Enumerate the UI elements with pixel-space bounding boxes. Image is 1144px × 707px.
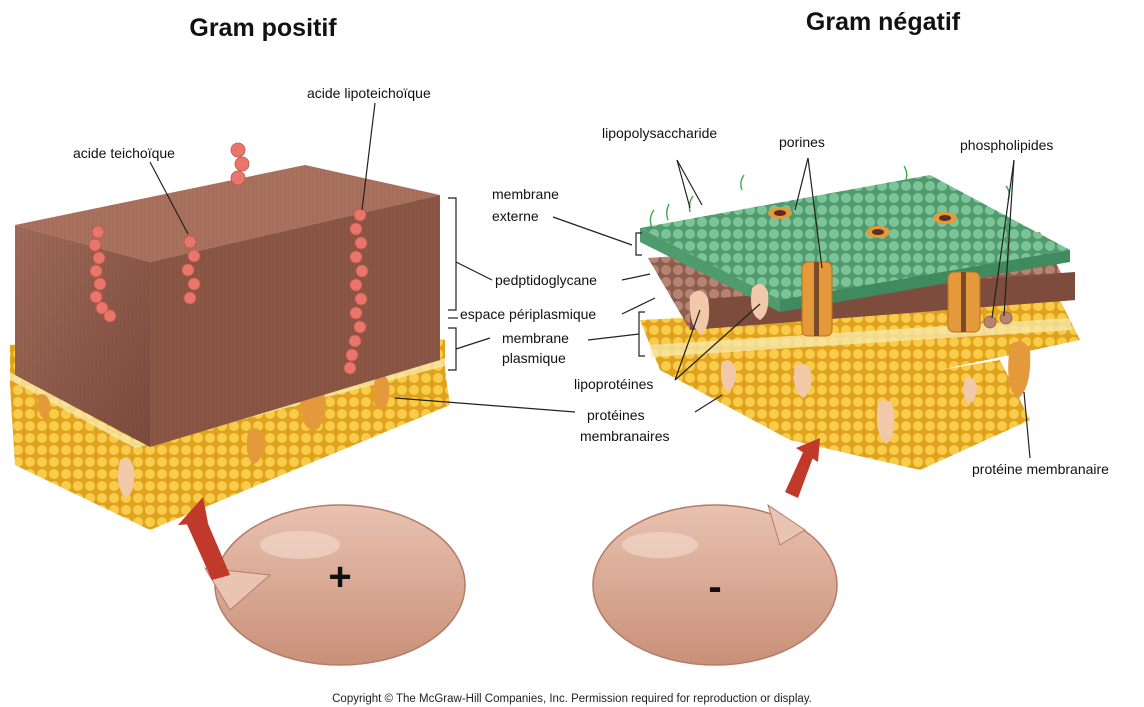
label-peptidoglycane: pedptidoglycane bbox=[495, 272, 597, 288]
gram-positive-wall bbox=[10, 143, 450, 530]
label-acide-lipoteichoique: acide lipoteichoïque bbox=[307, 85, 431, 101]
label-membrane-plasmique-1: membrane bbox=[502, 330, 569, 346]
gram-positive-cell bbox=[178, 497, 465, 665]
porin-ring bbox=[933, 212, 957, 224]
title-gram-negative: Gram négatif bbox=[806, 8, 961, 36]
sign-negative: - bbox=[708, 565, 721, 609]
porin-ring bbox=[866, 226, 890, 238]
label-membrane-externe-1: membrane bbox=[492, 186, 559, 202]
label-phospholipides: phospholipides bbox=[960, 137, 1053, 153]
title-gram-positive: Gram positif bbox=[189, 14, 337, 42]
porin-ring bbox=[768, 207, 792, 219]
label-lipoproteines: lipoprotéines bbox=[574, 376, 653, 392]
gram-negative-wall bbox=[640, 166, 1080, 470]
gram-negative-cell bbox=[593, 438, 837, 665]
sign-positive: + bbox=[328, 555, 351, 599]
label-proteines-membranaires-1: protéines bbox=[587, 407, 645, 423]
label-proteines-membranaires-2: membranaires bbox=[580, 428, 669, 444]
label-espace-periplasmique: espace périplasmique bbox=[460, 306, 596, 322]
label-porines: porines bbox=[779, 134, 825, 150]
label-membrane-externe-2: externe bbox=[492, 208, 539, 224]
label-membrane-plasmique-2: plasmique bbox=[502, 350, 566, 366]
label-acide-teichoique: acide teichoïque bbox=[73, 145, 175, 161]
label-proteine-membranaire: protéine membranaire bbox=[972, 461, 1109, 477]
copyright-notice: Copyright © The McGraw-Hill Companies, I… bbox=[332, 693, 812, 705]
label-lipopolysaccharide: lipopolysaccharide bbox=[602, 125, 717, 141]
